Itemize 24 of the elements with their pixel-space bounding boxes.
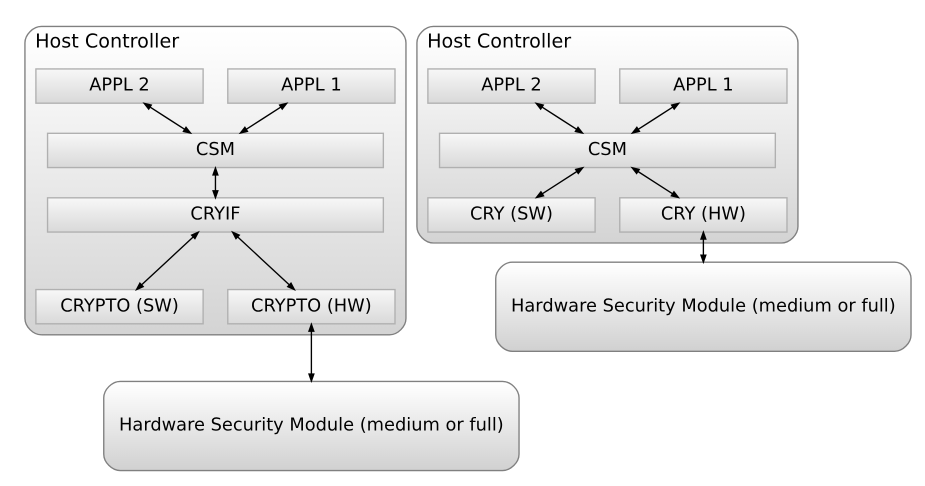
node-box: CSM <box>46 132 384 168</box>
node-box: CRY (SW) <box>427 197 596 233</box>
node-box: CRYPTO (HW) <box>227 288 396 325</box>
arrow <box>231 230 296 291</box>
node-box: APPL 1 <box>227 68 396 104</box>
node-box: Hardware Security Module (medium or full) <box>495 262 912 352</box>
node-box: CRYPTO (SW) <box>35 288 204 325</box>
arrow <box>308 322 315 384</box>
arrow <box>534 166 584 199</box>
node-box: CSM <box>438 132 776 168</box>
arrow <box>238 102 288 134</box>
arrow <box>630 102 680 134</box>
node-box: CRYIF <box>46 197 384 233</box>
arrow <box>700 230 707 264</box>
node-box: APPL 2 <box>427 68 596 104</box>
node-box: Hardware Security Module (medium or full) <box>103 380 520 472</box>
arrow <box>142 102 192 134</box>
arrow <box>630 166 680 199</box>
arrow <box>135 230 200 291</box>
arrow <box>534 102 584 134</box>
node-box: CRY (HW) <box>619 197 788 233</box>
node-box: APPL 1 <box>619 68 788 104</box>
node-box: APPL 2 <box>35 68 204 104</box>
arrow <box>212 166 219 200</box>
